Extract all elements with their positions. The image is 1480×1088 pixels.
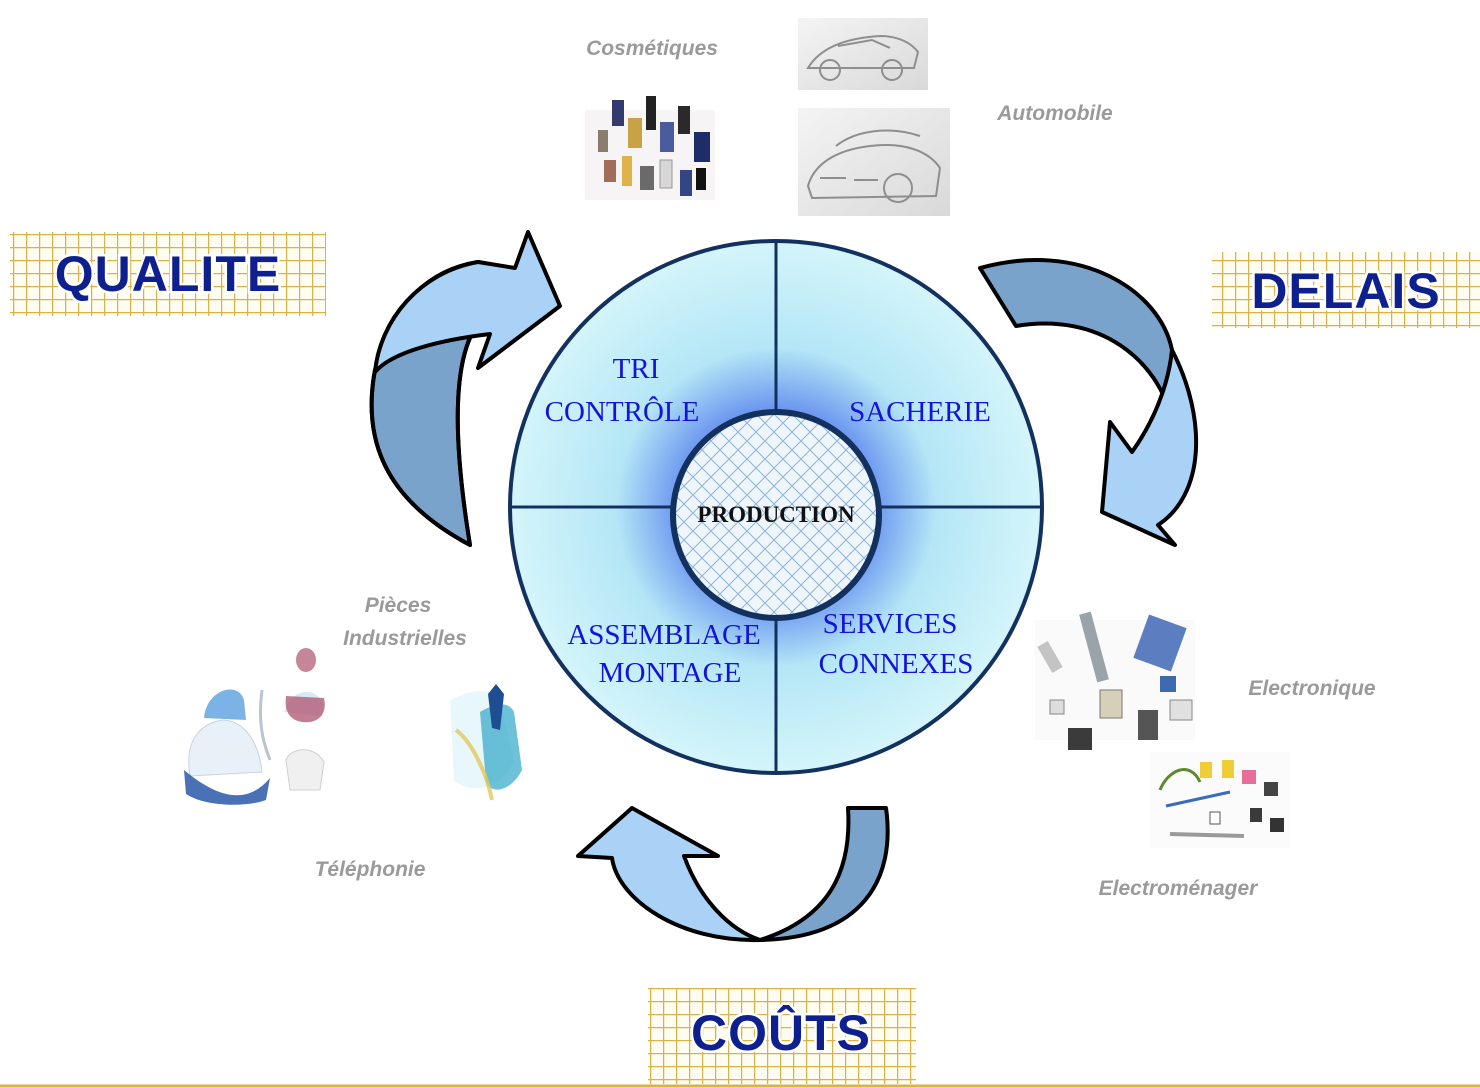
- sector-assemblage-label: ASSEMBLAGE: [567, 619, 760, 651]
- sector-sacherie-label: SACHERIE: [849, 396, 991, 428]
- curved-arrow-left-icon: [369, 230, 562, 547]
- sector-montage-label: MONTAGE: [599, 657, 742, 689]
- sector-connexes-label: CONNEXES: [819, 648, 974, 680]
- industry-telephonie-label: Téléphonie: [315, 858, 426, 881]
- sector-services-label: SERVICES: [823, 608, 958, 640]
- electrical-accessories-icon: [1150, 752, 1290, 848]
- car-sketch-large-icon: [798, 108, 950, 216]
- industry-automobile-label: Automobile: [996, 102, 1113, 125]
- couts-label: COÛTS: [691, 1004, 871, 1061]
- sector-controle-label: CONTRÔLE: [545, 395, 700, 428]
- curved-arrow-bottom-icon: [576, 806, 890, 943]
- blender-appliances-icon: [184, 648, 325, 805]
- couts-box: COÛTS COÛTS: [648, 988, 916, 1084]
- industry-electronique-label: Electronique: [1248, 677, 1376, 700]
- svg-text:COÛTS: COÛTS: [691, 1004, 871, 1061]
- qualite-box: QUALITE QUALITE: [10, 232, 326, 316]
- industry-industrielles-label: Industrielles: [343, 627, 467, 650]
- cosmetics-products-icon: [585, 96, 715, 200]
- industry-cosmetiques-label: Cosmétiques: [586, 37, 718, 60]
- sector-tri-label: TRI: [613, 353, 660, 385]
- industry-pieces-label: Pièces: [365, 594, 432, 617]
- car-sketch-small-icon: [798, 18, 928, 90]
- delais-label: DELAIS: [1251, 263, 1440, 319]
- svg-text:QUALITE: QUALITE: [55, 246, 281, 302]
- industry-electromenager-label: Electroménager: [1099, 877, 1260, 900]
- production-wheel: PRODUCTION TRI CONTRÔLE SACHERIE ASSEMBL…: [508, 239, 1044, 775]
- qualite-label: QUALITE: [55, 246, 281, 302]
- svg-text:DELAIS: DELAIS: [1251, 263, 1440, 319]
- electronic-components-icon: [1035, 611, 1195, 750]
- phone-illustration-icon: [450, 684, 522, 801]
- delais-box: DELAIS DELAIS: [1212, 252, 1480, 328]
- production-label: PRODUCTION: [697, 502, 855, 527]
- curved-arrow-right-icon: [978, 258, 1199, 547]
